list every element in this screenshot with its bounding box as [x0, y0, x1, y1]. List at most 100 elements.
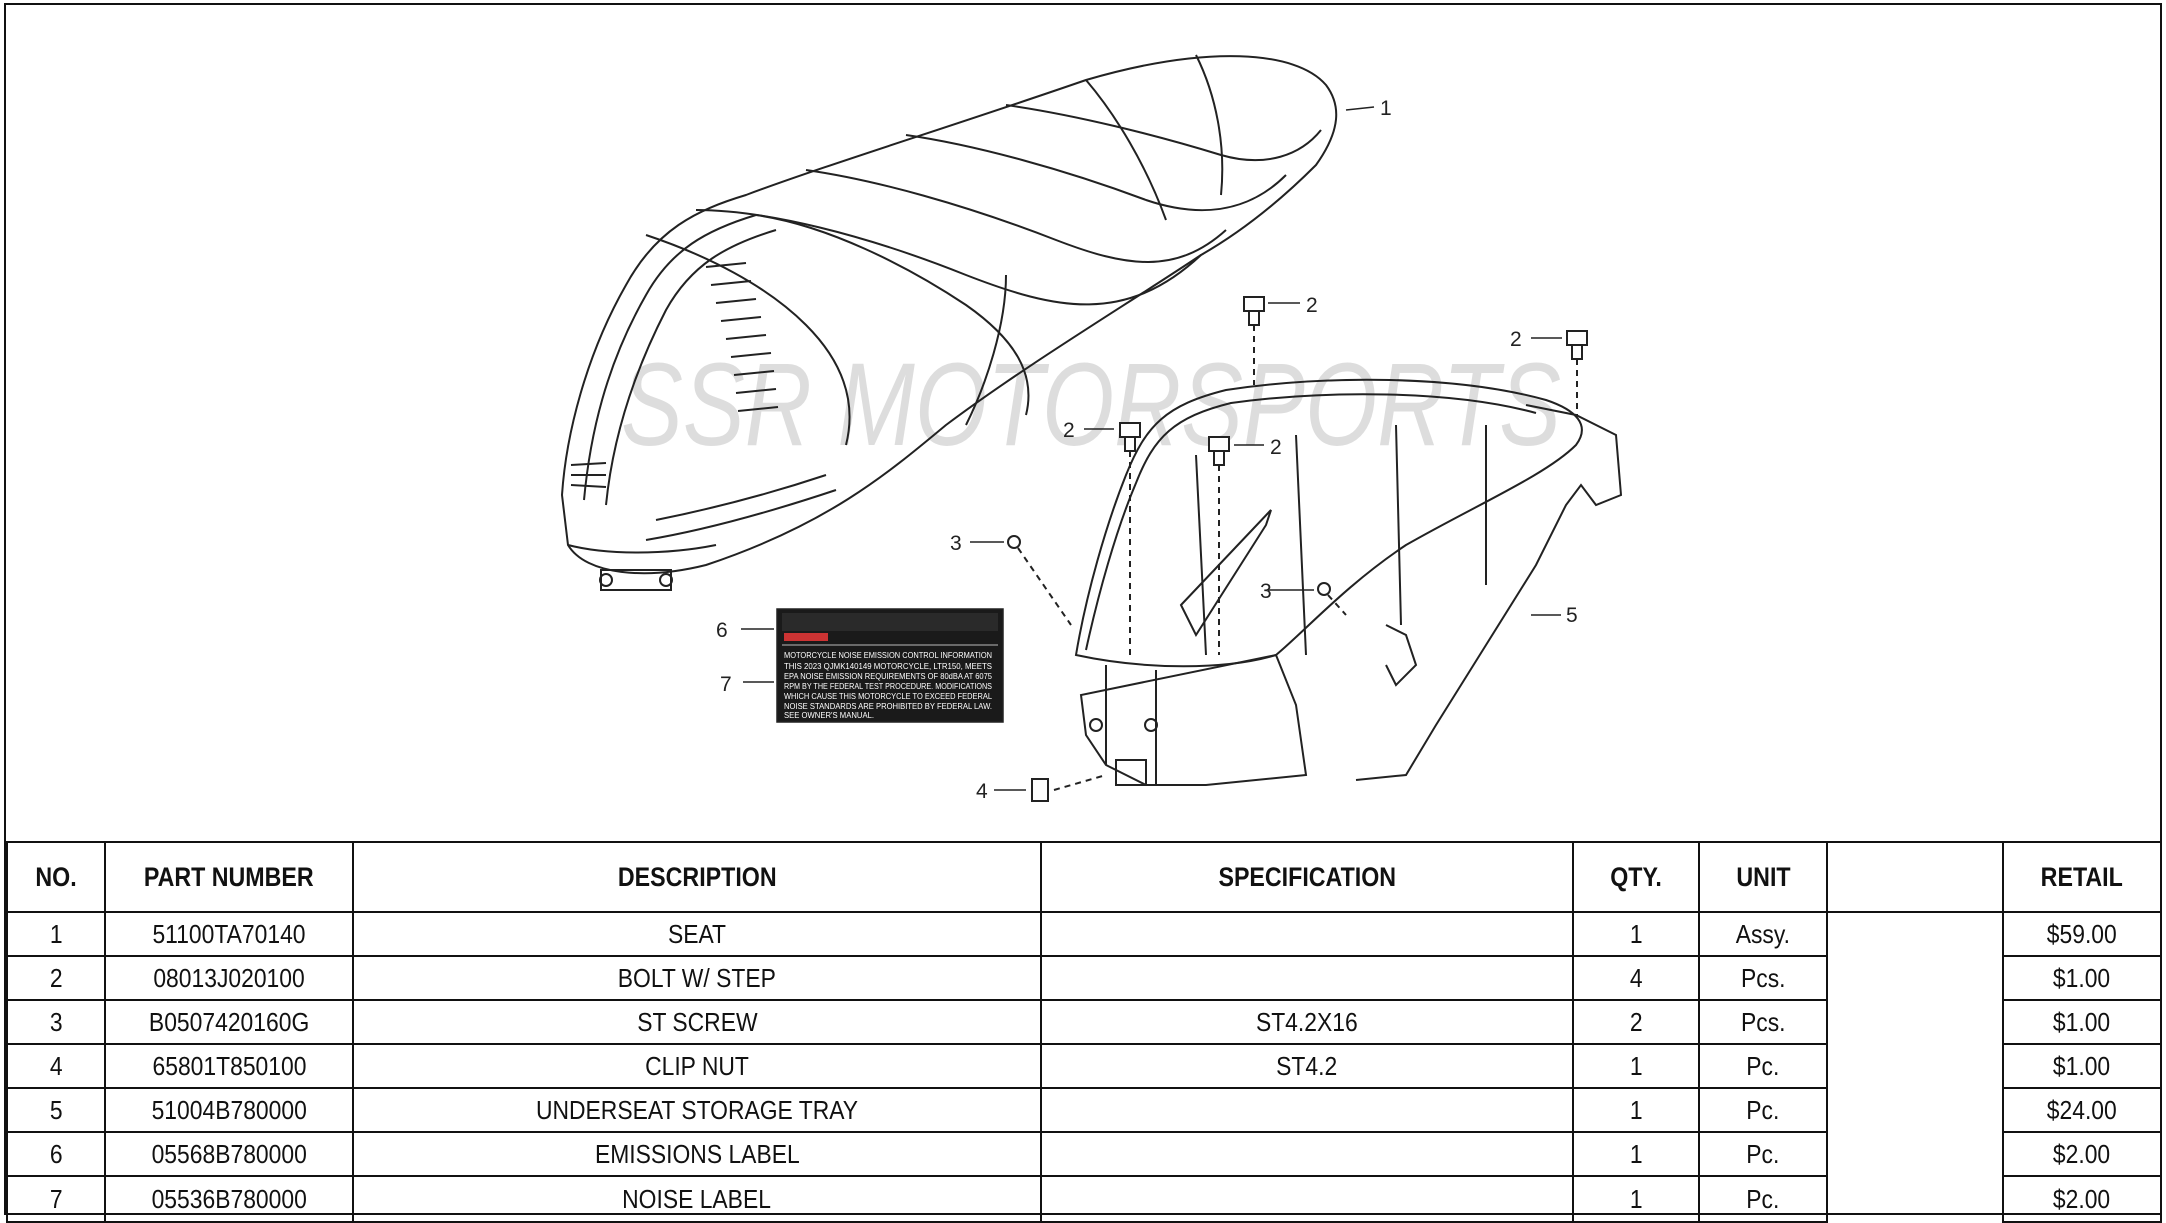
cell-retail: $1.00 — [2002, 999, 2162, 1045]
table-row: 1 51100TA70140 SEAT 1 Assy. $59.00 — [6, 911, 2162, 957]
cell-part-number: B0507420160G — [104, 999, 354, 1045]
cell-description: UNDERSEAT STORAGE TRAY — [352, 1087, 1042, 1133]
cell-no: 4 — [6, 1043, 106, 1089]
cell-description: EMISSIONS LABEL — [352, 1131, 1042, 1177]
clip-nut-icon — [994, 774, 1107, 802]
cell-description: CLIP NUT — [352, 1043, 1042, 1089]
storage-tray-drawing — [1074, 378, 1623, 786]
callout-5: 5 — [1566, 604, 1578, 627]
emission-label-sticker: MOTORCYCLE NOISE EMISSION CONTROL INFORM… — [741, 608, 1004, 723]
cell-retail: $1.00 — [2002, 955, 2162, 1001]
cell-blank — [1826, 1088, 2004, 1132]
col-header-part-number: PART NUMBER — [104, 841, 354, 913]
seat-drawing — [560, 54, 1375, 591]
watermark: SSR MOTORSPORTS — [621, 339, 1561, 471]
bolt-icons — [1084, 296, 1588, 655]
cell-part-number: 08013J020100 — [104, 955, 354, 1001]
callout-6: 6 — [716, 619, 728, 642]
table-row: 5 51004B780000 UNDERSEAT STORAGE TRAY 1 … — [6, 1087, 2162, 1133]
col-header-specification: SPECIFICATION — [1040, 841, 1574, 913]
cell-qty: 1 — [1572, 1131, 1700, 1177]
parts-page: SSR MOTORSPORTS — [4, 3, 2162, 1223]
label-line-2: THIS 2023 QJMK140149 MOTORCYCLE, LTR150,… — [784, 662, 992, 671]
cell-part-number: 51004B780000 — [104, 1087, 354, 1133]
cell-description: BOLT W/ STEP — [352, 955, 1042, 1001]
cell-blank — [1826, 1176, 2004, 1222]
cell-specification: ST4.2 — [1040, 1043, 1574, 1089]
cell-no: 2 — [6, 955, 106, 1001]
table-header-row: NO. PART NUMBER DESCRIPTION SPECIFICATIO… — [6, 841, 2162, 913]
cell-unit: Pcs. — [1698, 955, 1828, 1001]
diagram-svg: SSR MOTORSPORTS — [560, 54, 1623, 803]
cell-qty: 4 — [1572, 955, 1700, 1001]
label-line-1: MOTORCYCLE NOISE EMISSION CONTROL INFORM… — [784, 651, 992, 660]
label-line-3: EPA NOISE EMISSION REQUIREMENTS OF 80dBA… — [784, 672, 993, 681]
cell-qty: 1 — [1572, 1087, 1700, 1133]
cell-specification — [1040, 1175, 1574, 1223]
bolt-icon — [1084, 422, 1141, 655]
callout-7: 7 — [720, 673, 732, 696]
callout-4: 4 — [976, 780, 988, 803]
col-header-no: NO. — [6, 841, 106, 913]
bolt-icon — [1243, 296, 1300, 385]
label-line-5: WHICH CAUSE THIS MOTORCYCLE TO EXCEED FE… — [784, 692, 993, 701]
callout-2d: 2 — [1270, 436, 1282, 459]
cell-retail: $24.00 — [2002, 1087, 2162, 1133]
screw-icon — [970, 535, 1072, 626]
parts-table: NO. PART NUMBER DESCRIPTION SPECIFICATIO… — [6, 841, 2162, 1223]
callout-3a: 3 — [950, 532, 962, 555]
cell-qty: 1 — [1572, 1175, 1700, 1223]
callout-3b: 3 — [1260, 580, 1272, 603]
cell-part-number: 05536B780000 — [104, 1175, 354, 1223]
table-row: 3 B0507420160G ST SCREW ST4.2X16 2 Pcs. … — [6, 999, 2162, 1045]
label-line-4: RPM BY THE FEDERAL TEST PROCEDURE. MODIF… — [784, 682, 992, 691]
callout-2c: 2 — [1063, 419, 1075, 442]
cell-specification — [1040, 955, 1574, 1001]
table-row: 7 05536B780000 NOISE LABEL 1 Pc. $2.00 — [6, 1175, 2162, 1223]
cell-no: 3 — [6, 999, 106, 1045]
table-row: 4 65801T850100 CLIP NUT ST4.2 1 Pc. $1.0… — [6, 1043, 2162, 1089]
callout-2a: 2 — [1306, 294, 1318, 317]
cell-specification: ST4.2X16 — [1040, 999, 1574, 1045]
cell-qty: 1 — [1572, 911, 1700, 957]
cell-part-number: 65801T850100 — [104, 1043, 354, 1089]
cell-blank — [1826, 1132, 2004, 1176]
cell-specification — [1040, 1131, 1574, 1177]
label-line-7: SEE OWNER'S MANUAL. — [784, 711, 874, 720]
col-header-description: DESCRIPTION — [352, 841, 1042, 913]
cell-no: 5 — [6, 1087, 106, 1133]
cell-part-number: 05568B780000 — [104, 1131, 354, 1177]
screw-icon — [1268, 582, 1347, 616]
cell-qty: 2 — [1572, 999, 1700, 1045]
col-header-blank — [1826, 841, 2004, 913]
label-line-6: NOISE STANDARDS ARE PROHIBITED BY FEDERA… — [784, 702, 992, 711]
cell-no: 1 — [6, 911, 106, 957]
cell-blank — [1826, 1000, 2004, 1044]
col-header-unit: UNIT — [1698, 841, 1828, 913]
cell-no: 7 — [6, 1175, 106, 1223]
cell-retail: $2.00 — [2002, 1175, 2162, 1223]
table-row: 2 08013J020100 BOLT W/ STEP 4 Pcs. $1.00 — [6, 955, 2162, 1001]
cell-unit: Pc. — [1698, 1087, 1828, 1133]
cell-description: ST SCREW — [352, 999, 1042, 1045]
cell-unit: Pc. — [1698, 1175, 1828, 1223]
cell-part-number: 51100TA70140 — [104, 911, 354, 957]
cell-no: 6 — [6, 1131, 106, 1177]
cell-retail: $59.00 — [2002, 911, 2162, 957]
cell-description: SEAT — [352, 911, 1042, 957]
bolt-icon — [1208, 436, 1264, 655]
cell-unit: Pc. — [1698, 1043, 1828, 1089]
col-header-retail: RETAIL — [2002, 841, 2162, 913]
callout-2b: 2 — [1510, 328, 1522, 351]
cell-retail: $1.00 — [2002, 1043, 2162, 1089]
cell-qty: 1 — [1572, 1043, 1700, 1089]
cell-blank — [1826, 912, 2004, 956]
table-row: 6 05568B780000 EMISSIONS LABEL 1 Pc. $2.… — [6, 1131, 2162, 1177]
cell-unit: Pcs. — [1698, 999, 1828, 1045]
cell-specification — [1040, 1087, 1574, 1133]
cell-specification — [1040, 911, 1574, 957]
exploded-parts-diagram: SSR MOTORSPORTS — [6, 5, 2160, 841]
callout-1: 1 — [1380, 97, 1392, 120]
screw-icons — [970, 535, 1347, 626]
cell-unit: Assy. — [1698, 911, 1828, 957]
